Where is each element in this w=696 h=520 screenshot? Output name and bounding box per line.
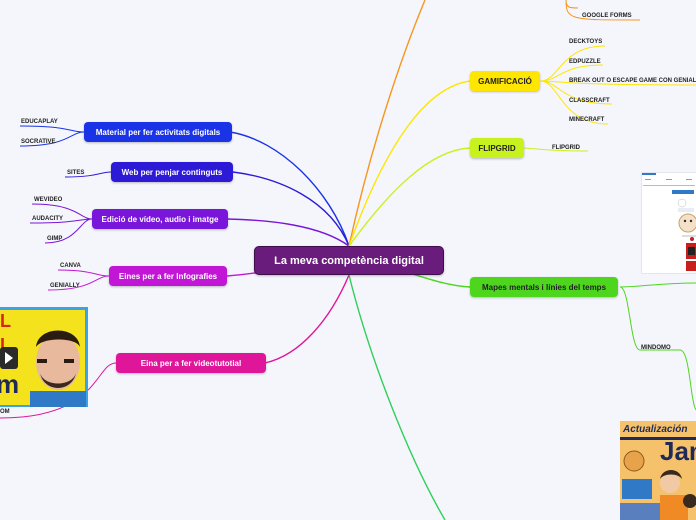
link-web-leaves (64, 171, 112, 178)
branch-infografies[interactable]: Eines per a fer Infografies (109, 266, 227, 286)
document-icon (642, 173, 696, 271)
branch-gamificacio[interactable]: GAMIFICACIÓ (470, 71, 540, 91)
branch-label: FLIPGRID (478, 143, 516, 153)
leaf-socrative[interactable]: SOCRATIVE (21, 139, 56, 145)
svg-text:L: L (0, 335, 11, 355)
jam-thumbnail-word: Jam (660, 436, 696, 466)
link-central-bottom (348, 274, 446, 520)
branch-label: Mapes mentals i línies del temps (481, 282, 607, 292)
leaf-educaplay[interactable]: EDUCAPLAY (21, 119, 58, 125)
central-topic-label: La meva competència digital (274, 254, 424, 267)
branch-web-continguts[interactable]: Web per penjar continguts (111, 162, 233, 182)
jam-thumbnail-title: Actualización (623, 424, 688, 435)
link-mapes-leaves (619, 282, 696, 411)
link-central-material (229, 131, 350, 247)
branch-label: GAMIFICACIÓ (478, 76, 532, 86)
leaf-canva[interactable]: CANVA (60, 263, 81, 269)
leaf-google-forms[interactable]: GOOGLE FORMS (582, 13, 632, 19)
link-gamificacio-leaves (539, 45, 696, 125)
leaf-om[interactable]: OM (0, 409, 10, 415)
link-infografies-leaves (47, 269, 110, 291)
svg-text:m: m (0, 369, 19, 399)
svg-text:L: L (0, 311, 11, 331)
branch-label: Material per fer activitats digitals (95, 127, 221, 137)
leaf-flipgrid[interactable]: FLIPGRID (552, 145, 580, 151)
central-topic[interactable]: La meva competència digital (254, 246, 444, 275)
branch-label: Eines per a fer Infografies (118, 271, 218, 281)
leaf-minecraft[interactable]: MINECRAFT (569, 117, 605, 123)
mindomo-thumbnail[interactable] (641, 172, 696, 274)
jam-thumbnail-art (620, 437, 696, 520)
leaf-classcraft[interactable]: CLASSCRAFT (569, 98, 610, 104)
link-central-gamificacio (348, 80, 471, 247)
link-central-edicio (226, 218, 350, 247)
branch-label: Edició de vídeo, audio i imatge (101, 214, 219, 224)
branch-mapes-mentals[interactable]: Mapes mentals i línies del temps (470, 277, 618, 297)
link-central-flipgrid (348, 147, 471, 247)
leaf-breakout-escape[interactable]: BREAK OUT O ESCAPE GAME CON GENIALLY (569, 78, 696, 84)
branch-edicio-video[interactable]: Edició de vídeo, audio i imatge (92, 209, 228, 229)
link-material-leaves (19, 125, 85, 147)
link-flipgrid-leaves (522, 147, 589, 152)
jam-thumbnail[interactable]: Actualización Jam (620, 421, 696, 520)
leaf-edpuzzle[interactable]: EDPUZZLE (569, 59, 601, 65)
leaf-mindomo[interactable]: MINDOMO (641, 345, 671, 351)
play-icon[interactable] (0, 347, 18, 369)
leaf-sites[interactable]: SITES (67, 170, 85, 176)
leaf-gimp[interactable]: GIMP (47, 236, 63, 242)
link-central-orange (348, 0, 426, 247)
branch-label: Eina per a fer videotutotial (140, 358, 242, 368)
branch-material-activitats[interactable]: Material per fer activitats digitals (84, 122, 232, 142)
leaf-audacity[interactable]: AUDACITY (32, 216, 63, 222)
link-central-web (232, 171, 350, 247)
leaf-genially[interactable]: GENIALLY (50, 283, 80, 289)
link-central-videotutorial (264, 274, 350, 364)
link-edicio-leaves (29, 203, 93, 244)
link-orange-leaves (565, 0, 641, 21)
branch-videotutorial[interactable]: Eina per a fer videotutotial (116, 353, 266, 373)
video-thumbnail[interactable]: L L m (0, 307, 88, 407)
branch-label: Web per penjar continguts (121, 167, 223, 177)
leaf-wevideo[interactable]: WEVIDEO (34, 197, 63, 203)
leaf-decktoys[interactable]: DECKTOYS (569, 39, 603, 45)
branch-flipgrid[interactable]: FLIPGRID (470, 138, 524, 158)
